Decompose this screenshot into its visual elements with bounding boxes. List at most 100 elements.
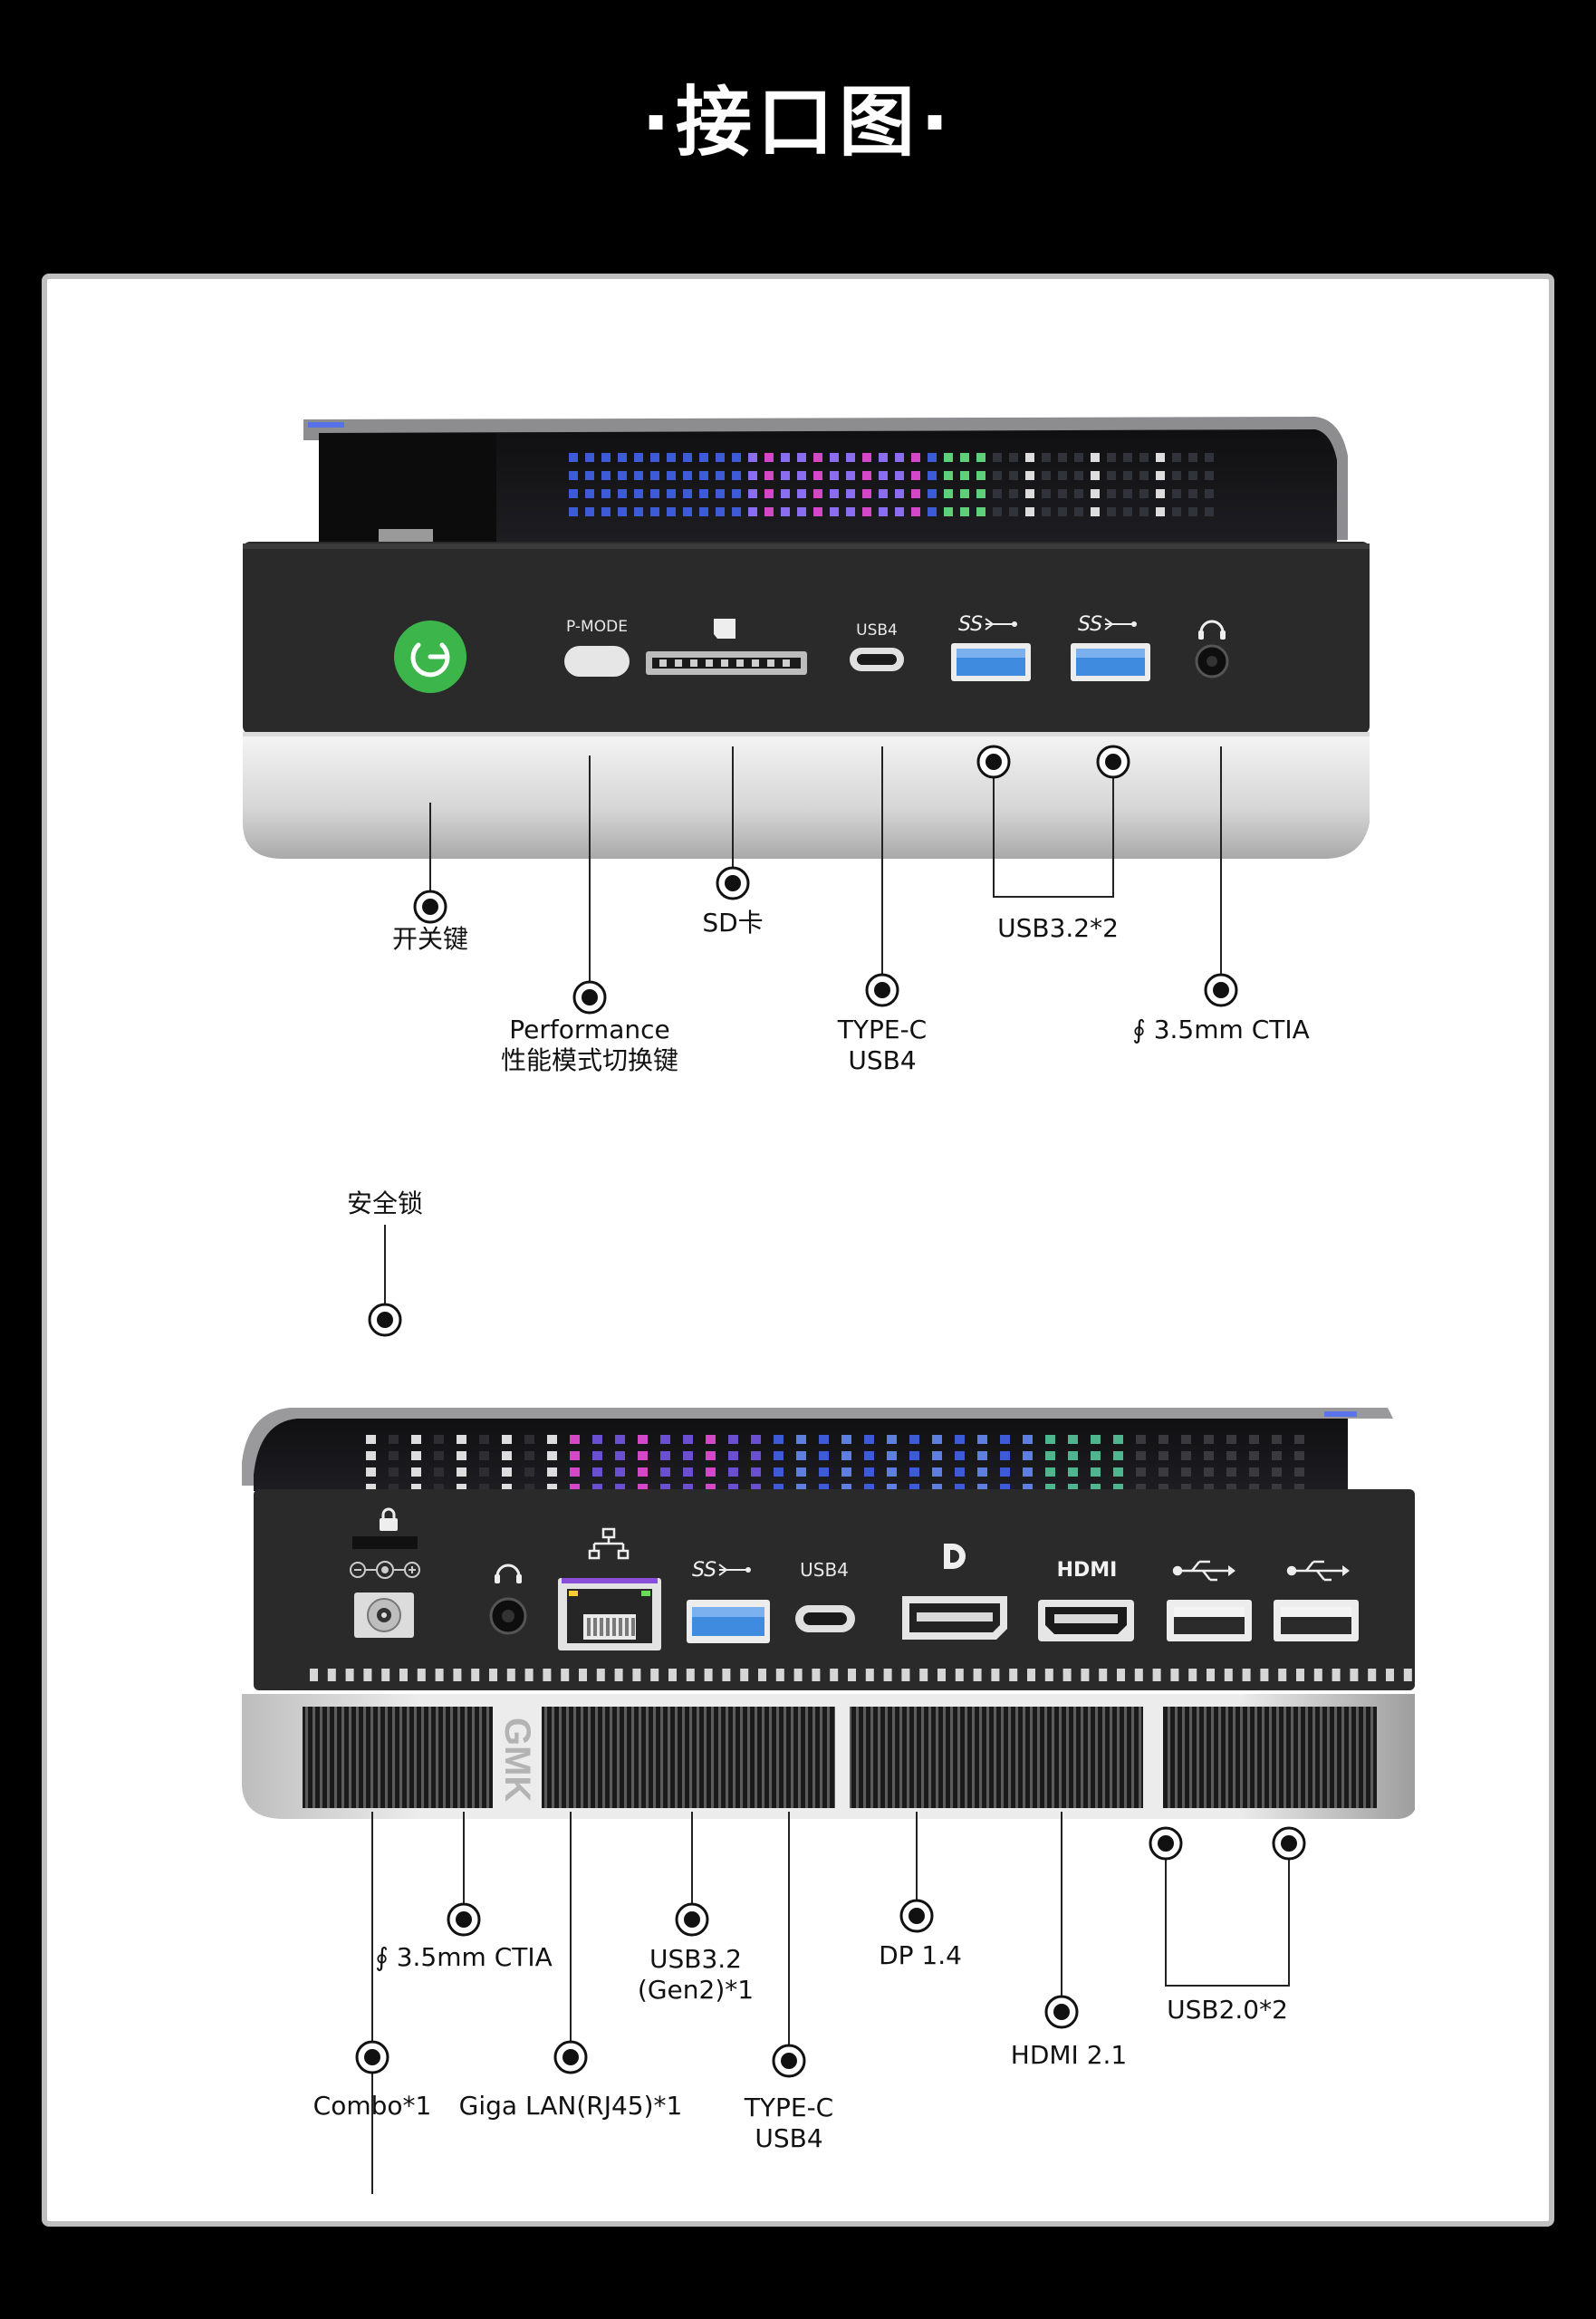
rgb-vent-dot [797, 453, 806, 462]
rgb-vent-dot [1205, 489, 1214, 498]
sd-card-slot[interactable] [646, 651, 807, 675]
rgb-vent-dot [1204, 1451, 1214, 1460]
rgb-vent-dot [796, 1451, 806, 1460]
rear-device: GMK [242, 1408, 1415, 1819]
dc-power-jack[interactable] [354, 1593, 414, 1638]
usb32-port-1[interactable] [951, 643, 1031, 681]
rgb-vent-dot [1058, 453, 1067, 462]
usb4-typec-port-rear[interactable] [795, 1605, 855, 1632]
power-icon [410, 642, 450, 678]
audio-jack-front[interactable] [1195, 644, 1229, 678]
rgb-vent-dot [634, 453, 643, 462]
vent-tooth [417, 1669, 426, 1681]
rgb-vent-dot [634, 507, 643, 516]
rgb-vent-dot [841, 1435, 851, 1444]
front-rgb-vents [569, 453, 1214, 516]
callout-marker-dot [1105, 754, 1121, 770]
rgb-vent-dot [748, 507, 757, 516]
rgb-vent-dot [389, 1467, 399, 1477]
rgb-vent-dot [1113, 1451, 1123, 1460]
callout-sd-card: SD卡 [702, 908, 764, 938]
rgb-vent-dot [1123, 453, 1132, 462]
rgb-vent-dot [819, 1451, 829, 1460]
rgb-vent-dot [706, 1467, 716, 1477]
rgb-vent-dot [1181, 1467, 1191, 1477]
rgb-vent-dot [1249, 1435, 1259, 1444]
vent-tooth [1117, 1669, 1125, 1681]
rgb-vent-dot [796, 1467, 806, 1477]
rgb-vent-dot [928, 471, 937, 480]
rgb-vent-dot [638, 1451, 648, 1460]
callout-power-key: 开关键 [391, 924, 469, 954]
rgb-vent-dot [683, 489, 692, 498]
rgb-vent-dot [1023, 1451, 1033, 1460]
callout-marker-dot [1158, 1835, 1174, 1852]
vent-tooth [453, 1669, 462, 1681]
rgb-vent-dot [797, 489, 806, 498]
rgb-vent-dot [977, 1451, 987, 1460]
rgb-vent-dot [1074, 453, 1083, 462]
rgb-vent-dot [732, 453, 741, 462]
rgb-vent-dot [618, 507, 627, 516]
rgb-vent-dot [932, 1467, 942, 1477]
usb-icon [1286, 1560, 1350, 1582]
rgb-vent-dot [667, 489, 676, 498]
rgb-vent-dot [706, 1451, 716, 1460]
rgb-vent-dot [781, 471, 790, 480]
sd-pin [721, 659, 728, 667]
lan-rj45-port[interactable] [558, 1578, 661, 1650]
audio-jack-rear[interactable] [489, 1597, 527, 1635]
rgb-vent-dot [618, 453, 627, 462]
rgb-vent-dot [660, 1484, 670, 1493]
vent-tooth [1099, 1669, 1108, 1681]
brand-logo: GMK [497, 1718, 537, 1802]
hdmi-port[interactable] [1038, 1600, 1134, 1641]
callout-marker-dot [377, 1312, 393, 1328]
rgb-vent-dot [716, 471, 725, 480]
usb4-typec-port[interactable] [850, 648, 904, 671]
rgb-vent-dot [434, 1435, 444, 1444]
rgb-vent-dot [841, 1467, 851, 1477]
vent-tooth [955, 1669, 964, 1681]
rgb-vent-dot [751, 1451, 761, 1460]
rgb-vent-dot [797, 471, 806, 480]
rgb-vent-dot [1159, 1484, 1168, 1493]
usb32-gen2-port[interactable] [687, 1600, 770, 1643]
usb-icon [1172, 1560, 1235, 1582]
usb20-port-2[interactable] [1274, 1600, 1359, 1641]
rgb-vent-dot [932, 1435, 942, 1444]
usb32-port-2[interactable] [1071, 643, 1150, 681]
rgb-vent-dot [411, 1435, 421, 1444]
callout-marker-dot [422, 899, 438, 915]
rgb-vent-dot [1204, 1435, 1214, 1444]
displayport-port[interactable] [902, 1596, 1007, 1640]
rgb-vent-dot [1023, 1467, 1033, 1477]
rgb-vent-dot [1272, 1435, 1282, 1444]
rgb-vent-dot [547, 1435, 557, 1444]
vent-tooth [524, 1669, 534, 1681]
rgb-vent-dot [993, 471, 1002, 480]
rgb-vent-dot [955, 1484, 965, 1493]
callout-lan: Giga LAN(RJ45)*1 [458, 2091, 683, 2121]
rgb-vent-dot [615, 1451, 625, 1460]
rgb-vent-dot [570, 1435, 580, 1444]
rgb-vent-dot [1159, 1451, 1168, 1460]
rgb-vent-dot [1000, 1435, 1010, 1444]
rgb-vent-dot [911, 471, 920, 480]
rgb-vent-dot [960, 489, 969, 498]
sd-pin [767, 659, 774, 667]
usb20-port-1[interactable] [1167, 1600, 1252, 1641]
rgb-vent-dot [1000, 1451, 1010, 1460]
vent-tooth [1152, 1669, 1161, 1681]
rgb-vent-dot [1294, 1435, 1304, 1444]
vent-tooth [345, 1669, 354, 1681]
rgb-vent-dot [683, 1451, 693, 1460]
security-lock-slot[interactable] [352, 1536, 418, 1549]
rgb-vent-dot [502, 1451, 512, 1460]
rgb-vent-dot [813, 453, 822, 462]
rgb-vent-dot [634, 489, 643, 498]
svg-text:SS: SS [692, 1559, 716, 1582]
rgb-vent-dot [830, 471, 839, 480]
rgb-vent-dot [1074, 507, 1083, 516]
pmode-button[interactable] [564, 646, 630, 677]
